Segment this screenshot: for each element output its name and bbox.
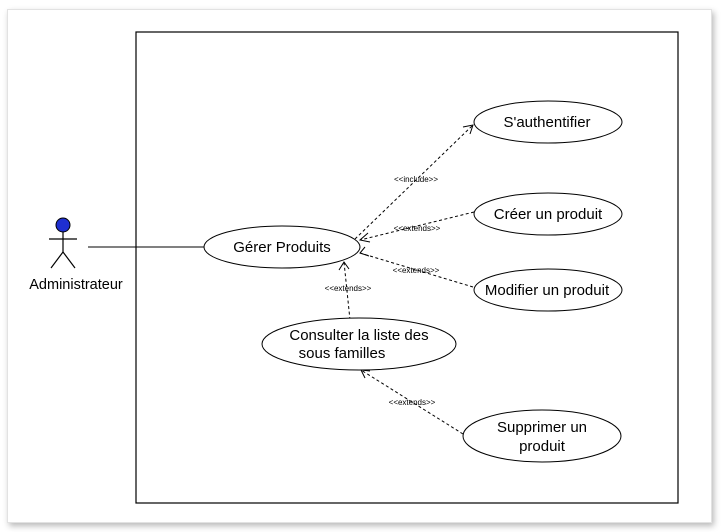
extends-modifier-arrowhead: [359, 246, 370, 257]
usecase-gerer-label: Gérer Produits: [233, 239, 331, 256]
usecase-gerer-produits: Gérer Produits: [203, 225, 361, 269]
include-label: <<include>>: [394, 175, 438, 184]
extends-creer-arrowhead: [358, 232, 371, 243]
usecase-authentifier: S'authentifier: [473, 100, 623, 144]
extends-consulter-line: [343, 261, 351, 321]
extends-supprimer-label: <<extends>>: [389, 398, 436, 407]
usecase-supprimer-produit: Supprimer un produit: [462, 409, 622, 463]
usecase-consulter-line1: Consulter la liste des: [289, 327, 428, 344]
actor-left-leg: [50, 251, 64, 269]
usecase-creer-produit: Créer un produit: [473, 192, 623, 236]
usecase-consulter-sous-familles: Consulter la liste des sous familles: [261, 317, 457, 371]
usecase-creer-label: Créer un produit: [494, 206, 603, 223]
extends-consulter-label: <<extends>>: [325, 284, 372, 293]
usecase-supprimer-line2: produit: [519, 438, 566, 455]
usecase-modifier-produit: Modifier un produit: [473, 268, 623, 312]
actor-head: [55, 217, 71, 233]
usecase-modifier-label: Modifier un produit: [485, 282, 610, 299]
actor-label: Administrateur: [29, 277, 123, 293]
include-arrowhead: [462, 124, 474, 135]
extends-creer-label: <<extends>>: [394, 224, 441, 233]
extends-consulter-arrowhead: [338, 261, 350, 271]
extends-supprimer-arrowhead: [360, 369, 371, 379]
usecase-consulter-line2: sous familles: [299, 345, 386, 362]
extends-supprimer-line: [360, 369, 464, 435]
usecase-auth-label: S'authentifier: [503, 114, 590, 131]
extends-modifier-label: <<extends>>: [393, 266, 440, 275]
actor-right-leg: [62, 251, 76, 269]
usecase-supprimer-line1: Supprimer un: [497, 419, 587, 436]
actor-administrateur: Administrateur: [29, 217, 123, 293]
system-boundary: [135, 31, 679, 504]
